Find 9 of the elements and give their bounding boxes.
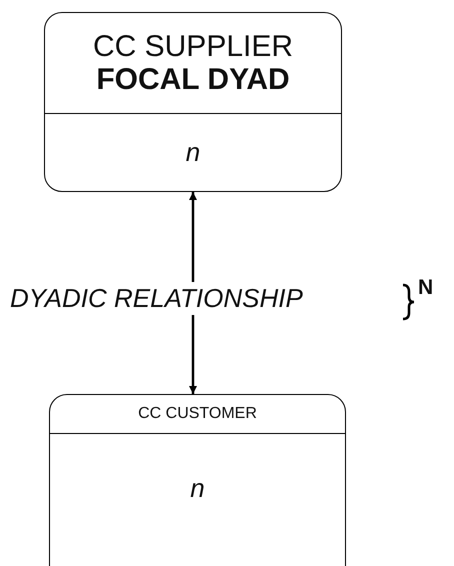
edge-label: DYADIC RELATIONSHIP — [10, 282, 303, 315]
cardinality-label: n — [190, 474, 205, 502]
cardinality-label: n — [186, 138, 200, 166]
entity-name: CC SUPPLIER — [92, 30, 294, 63]
count-label: N — [418, 276, 434, 300]
entity-box — [49, 394, 346, 566]
entity-name: FOCAL DYAD — [96, 63, 290, 96]
entity-name: CC CUSTOMER — [138, 405, 257, 423]
entity-box — [44, 12, 342, 192]
